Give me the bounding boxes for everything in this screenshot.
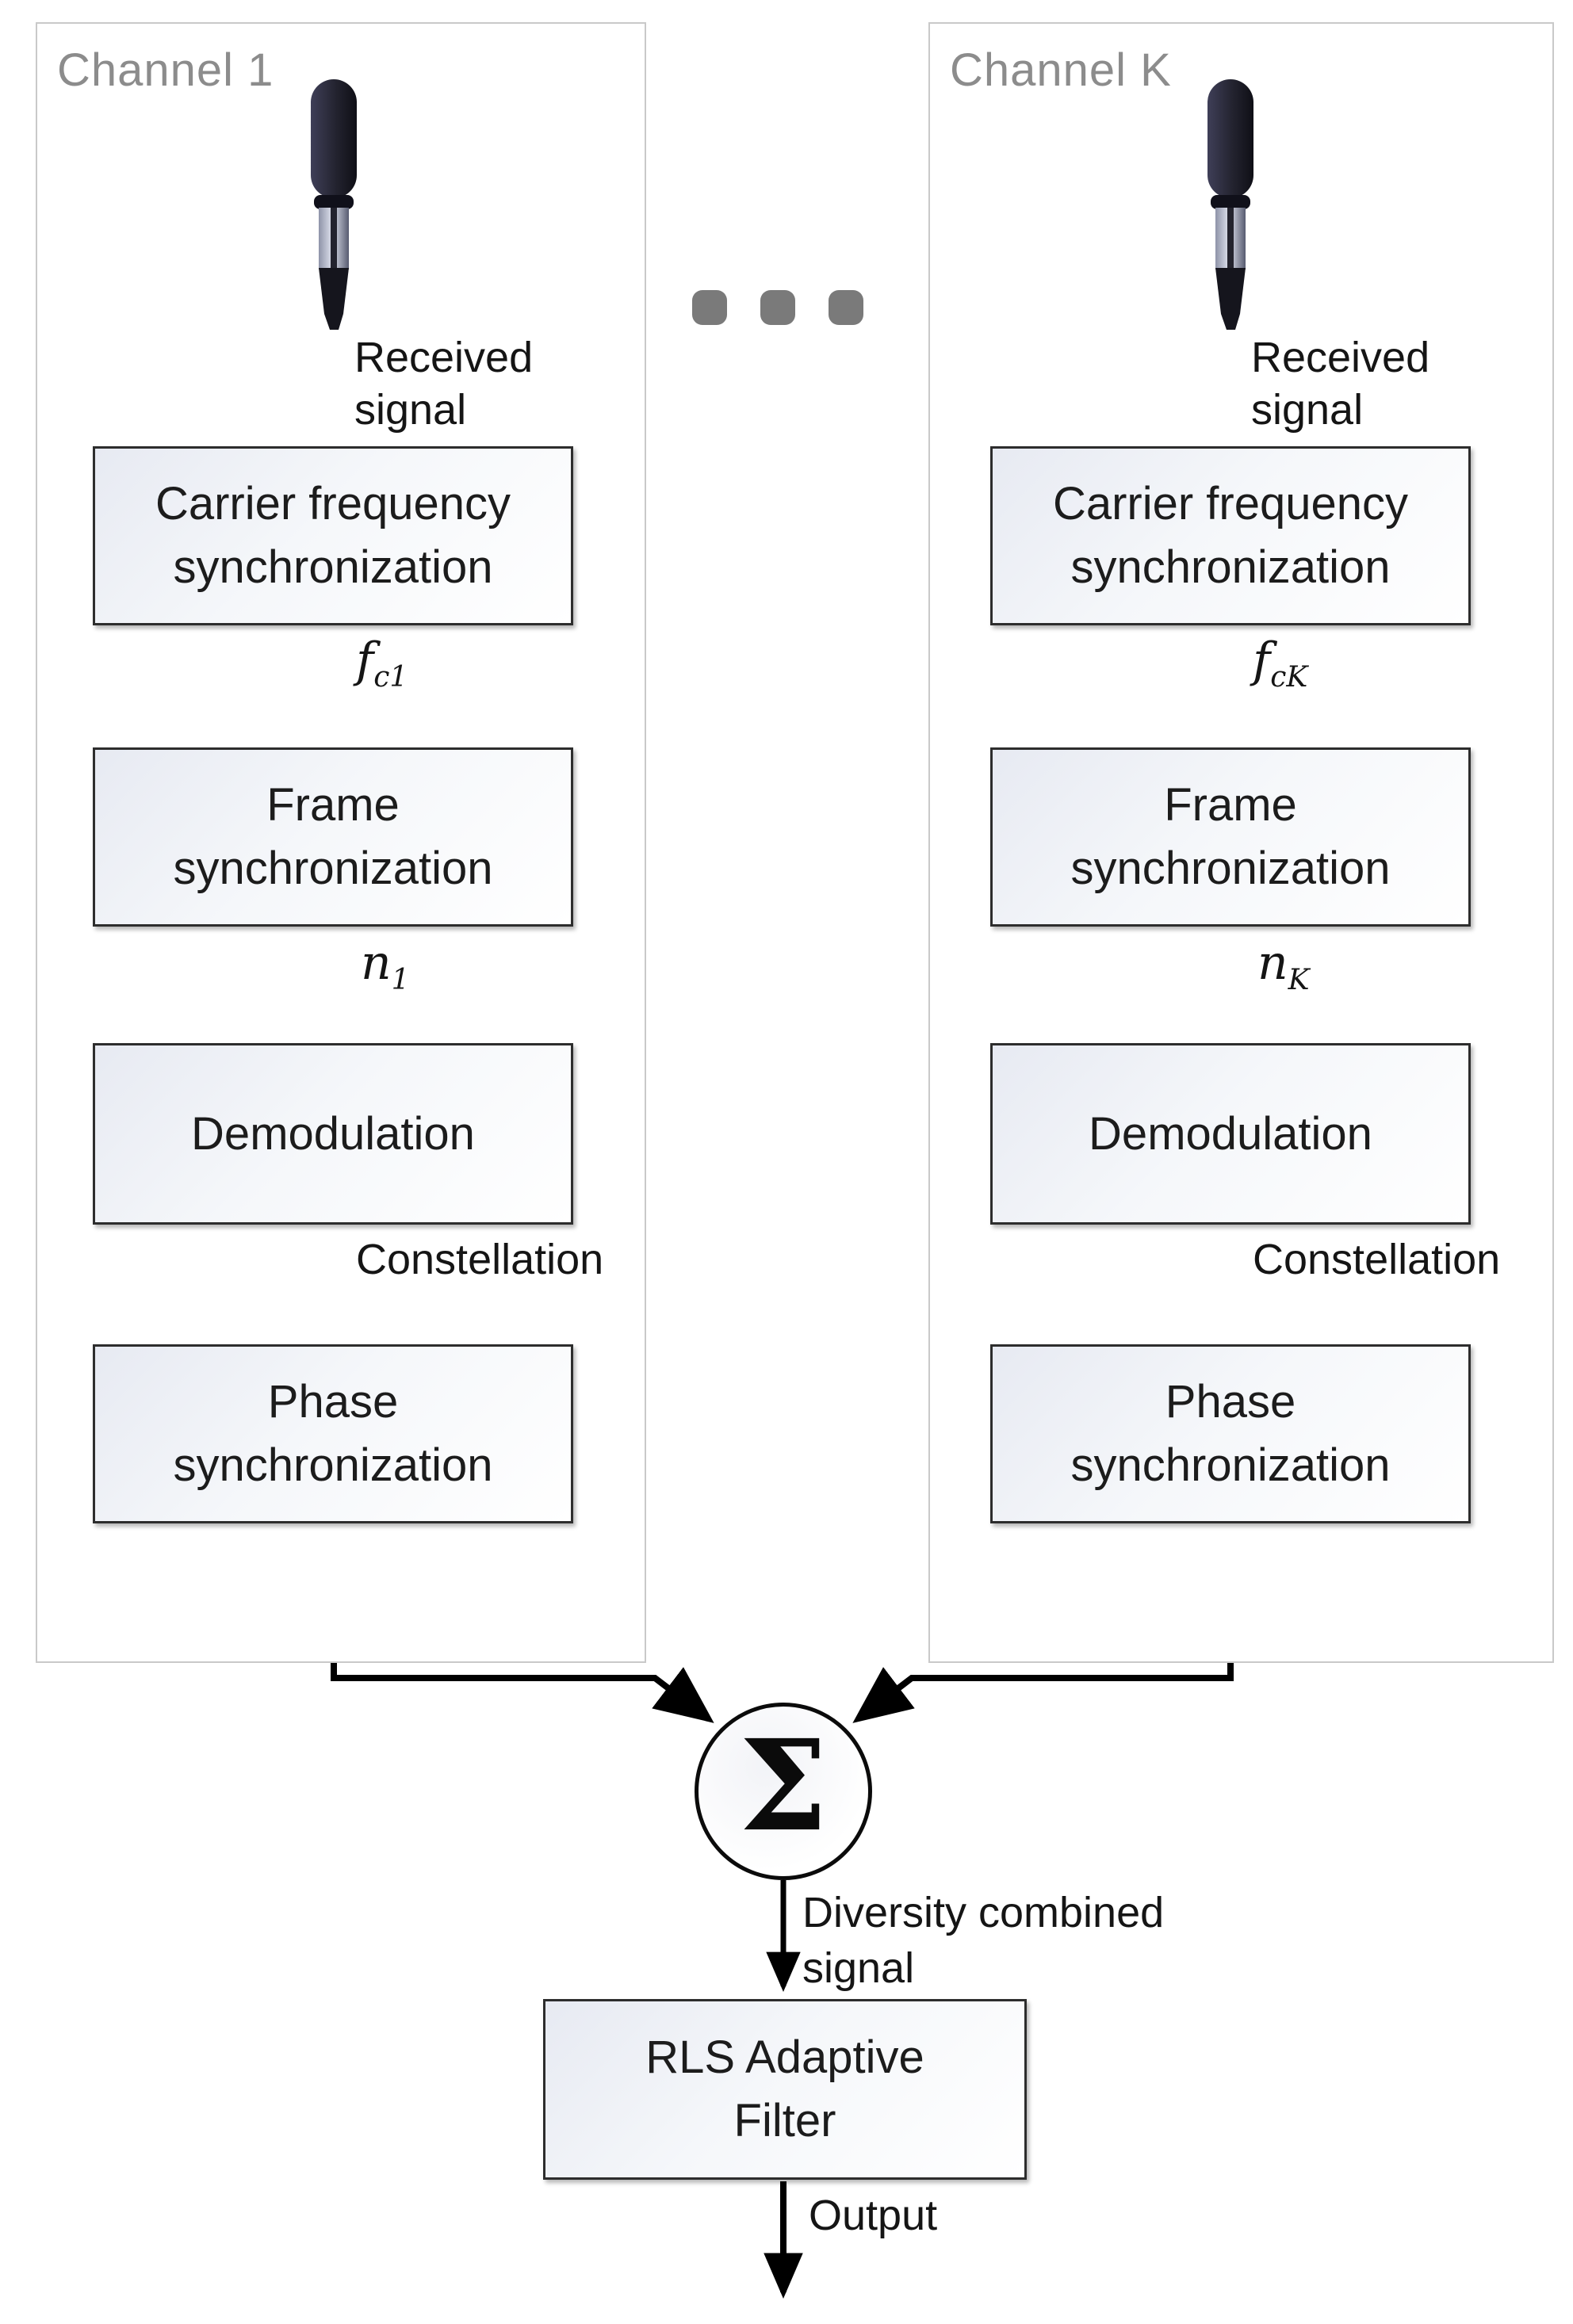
channel-1-title: Channel 1 <box>57 44 274 96</box>
received-signal-label-ch1: Received signal <box>354 334 534 434</box>
frame-sync-box-ch1: Frame synchronization <box>93 747 573 927</box>
constellation-label-ch1: Constellation <box>356 1236 604 1283</box>
phase-sync-box-ch1: Phase synchronization <box>93 1344 573 1523</box>
microphone-antenna-icon <box>1207 79 1253 330</box>
demodulation-box-ch1: Demodulation <box>93 1043 573 1225</box>
phase-sync-box-chk: Phase synchronization <box>990 1344 1471 1523</box>
rls-adaptive-filter-box: RLS Adaptive Filter <box>543 1999 1027 2180</box>
carrier-frequency-sync-box-ch1: Carrier frequency synchronization <box>93 446 573 625</box>
constellation-label-chk: Constellation <box>1253 1236 1501 1283</box>
frame-output-label-chk: nK <box>1257 935 1310 996</box>
received-signal-label-chk: Received signal <box>1251 334 1430 434</box>
demodulation-box-chk: Demodulation <box>990 1043 1471 1225</box>
ellipsis-dot <box>829 290 863 325</box>
frame-output-label-ch1: n1 <box>361 935 410 996</box>
output-label: Output <box>809 2192 938 2239</box>
ellipsis-dot <box>692 290 727 325</box>
carrier-frequency-sync-box-chk: Carrier frequency synchronization <box>990 446 1471 625</box>
channel-ellipsis-dots <box>692 290 863 325</box>
sigma-symbol: Σ <box>739 1713 828 1860</box>
microphone-antenna-icon <box>311 79 357 330</box>
diversity-combined-signal-label: Diversity combined signal <box>802 1889 1165 1992</box>
carrier-output-label-chk: fcK <box>1253 633 1308 694</box>
ellipsis-dot <box>760 290 795 325</box>
summation-combiner-node: Σ <box>695 1703 872 1880</box>
channel-k-title: Channel K <box>950 44 1172 96</box>
frame-sync-box-chk: Frame synchronization <box>990 747 1471 927</box>
carrier-output-label-ch1: fc1 <box>356 633 408 694</box>
